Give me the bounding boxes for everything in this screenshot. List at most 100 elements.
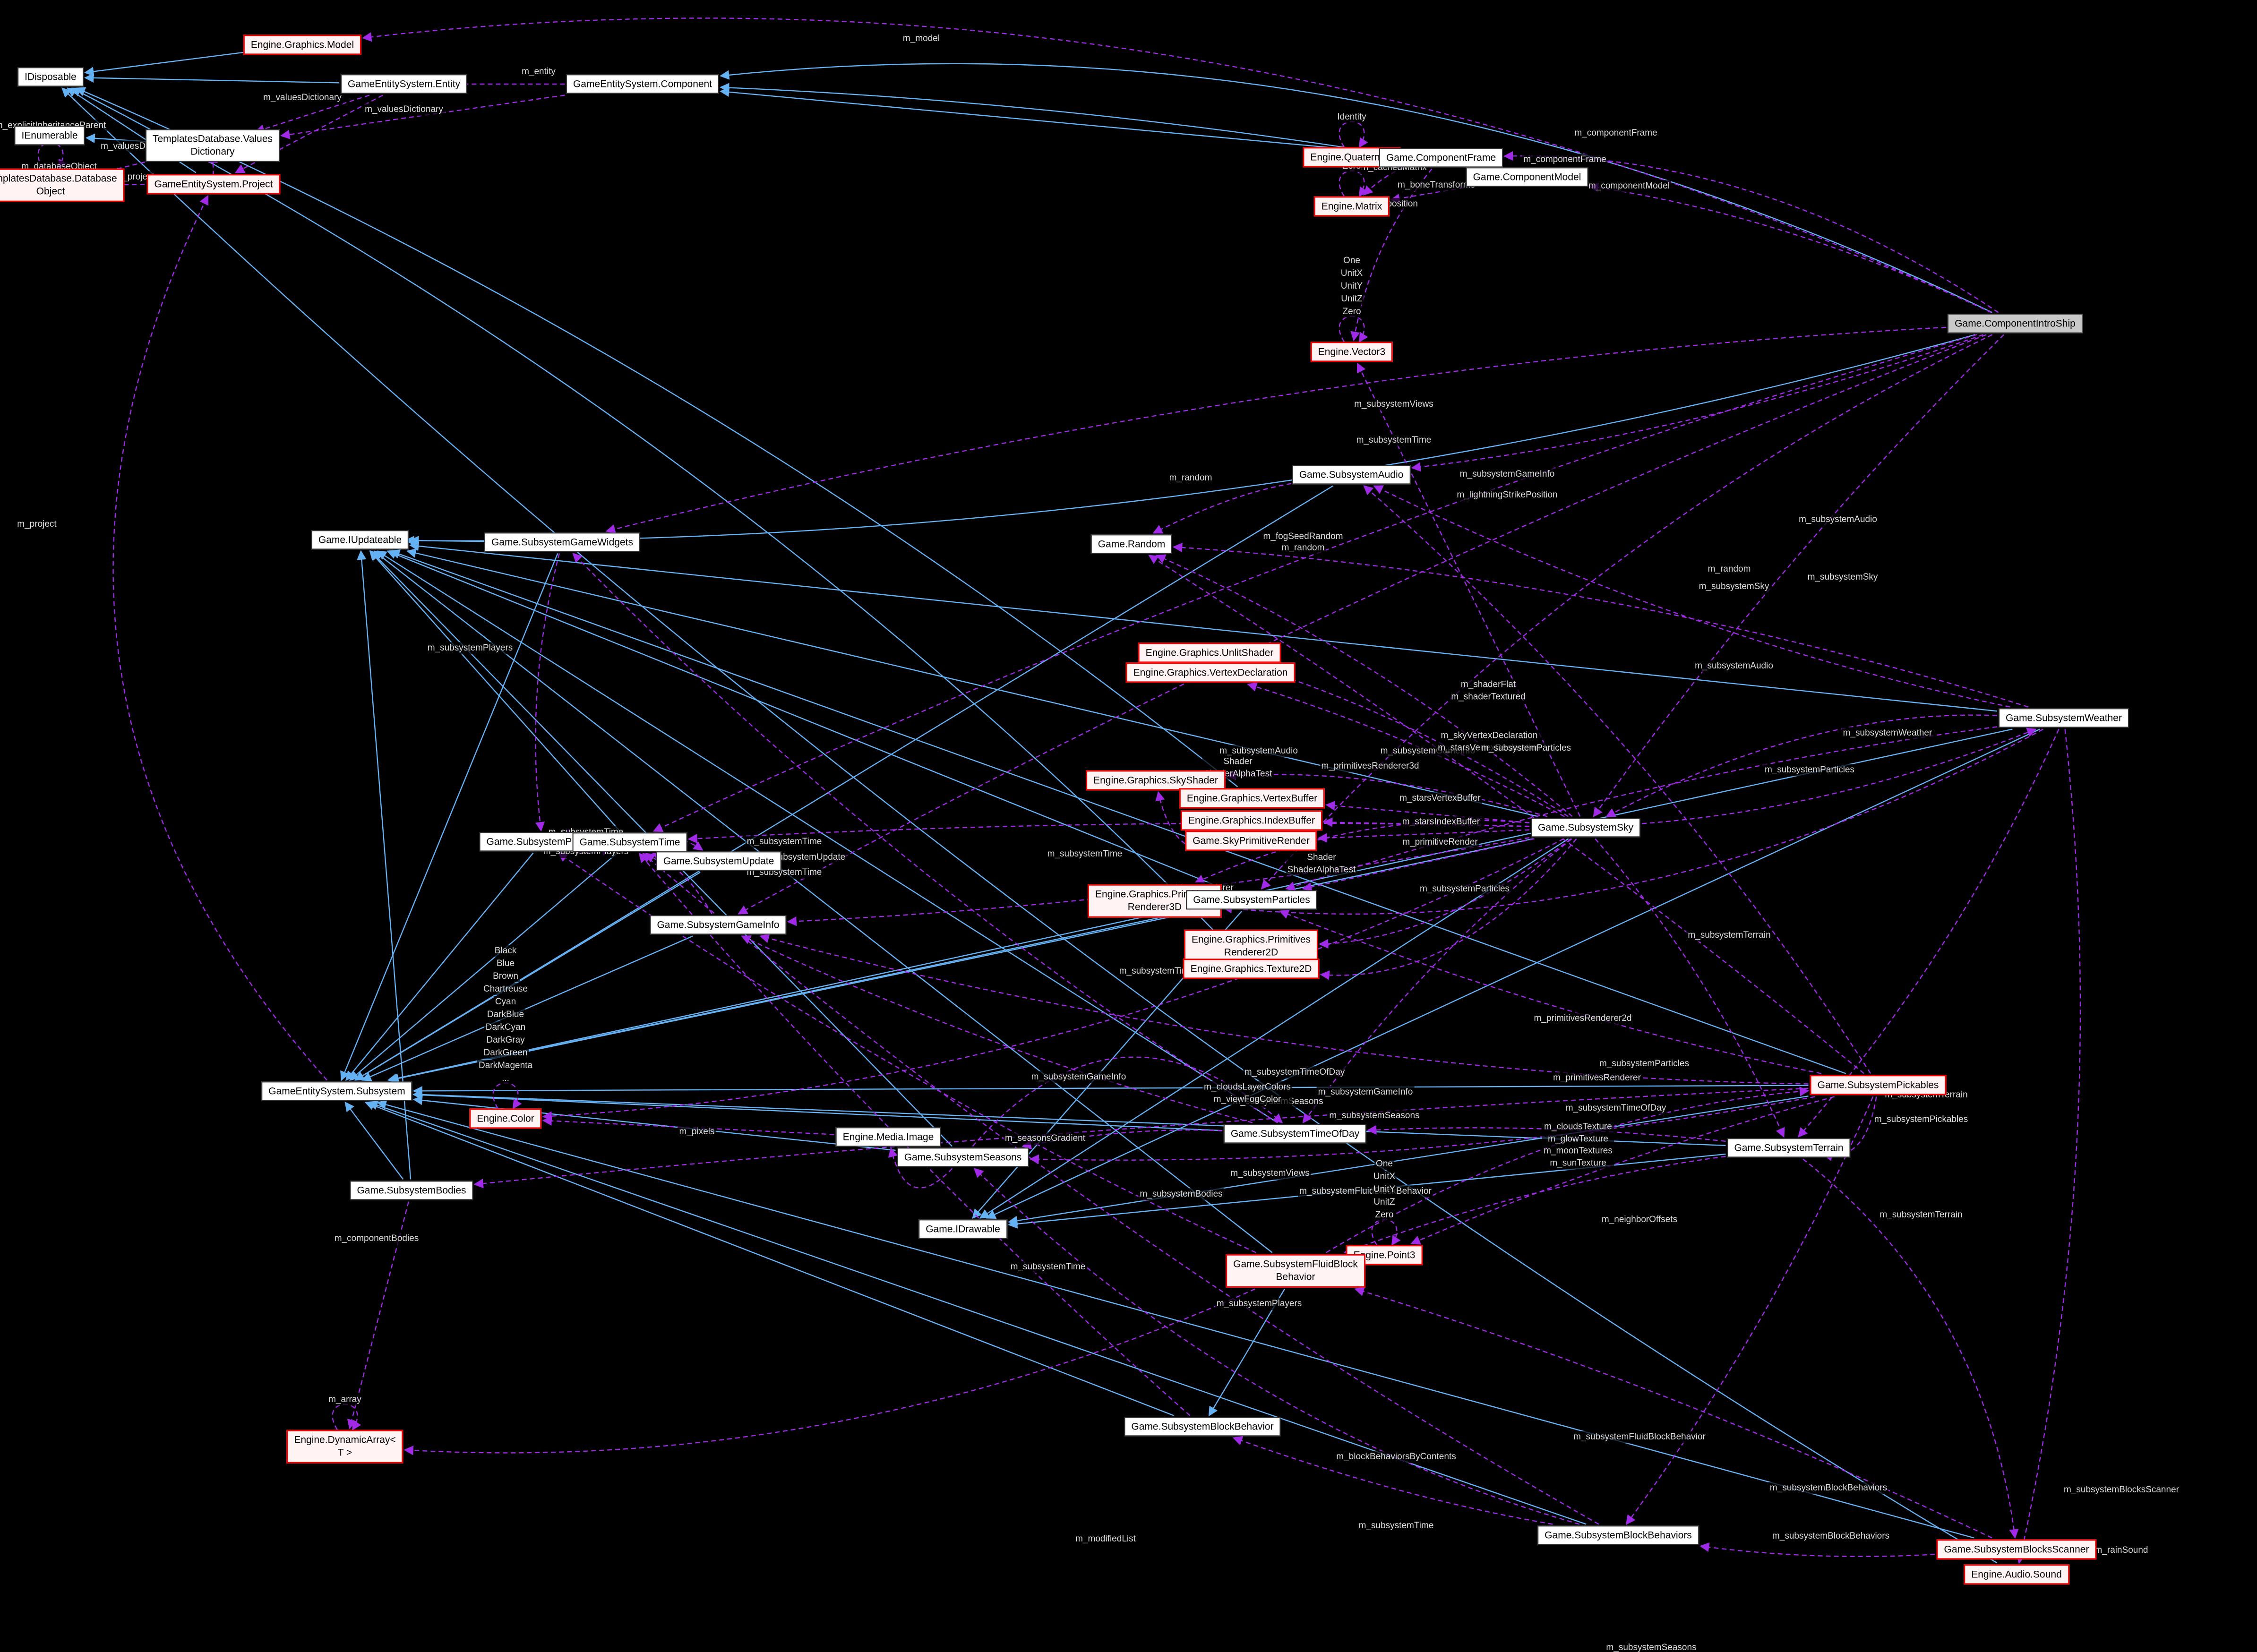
usage-edge-subpickables-subseasons [1029, 1096, 1815, 1164]
inheritance-edge-subtimeofday-subsystem [412, 1090, 1223, 1131]
edge-label: m_subsystemTimeOfDay [1564, 1102, 1668, 1114]
node-subtimeofday[interactable]: Game.SubsystemTimeOfDay [1223, 1124, 1367, 1144]
node-subblockbehaviors[interactable]: Game.SubsystemBlockBehaviors [1537, 1525, 1699, 1545]
usage-edge-entity-valuesdict [255, 94, 370, 134]
edge-label: m_rainSound [2093, 1544, 2150, 1557]
node-skyprimrender[interactable]: Game.SkyPrimitiveRender [1185, 830, 1317, 851]
node-compframe[interactable]: Game.ComponentFrame [1379, 148, 1503, 168]
node-indexbuffer[interactable]: Engine.Graphics.IndexBuffer [1180, 810, 1323, 831]
node-subaudio[interactable]: Game.SubsystemAudio [1292, 465, 1411, 485]
usage-edge-subaudio-random [1152, 481, 1300, 534]
node-mediaimage[interactable]: Engine.Media.Image [835, 1127, 941, 1147]
node-dynarray[interactable]: Engine.DynamicArray< T > [286, 1429, 403, 1464]
self-edge-matrix [1339, 170, 1368, 197]
edge-label: m_subsystemFluidBlockBehavior [1298, 1185, 1433, 1198]
usage-edge-subweather-audiosound [2016, 729, 2081, 1564]
edge-label: m_componentFrame [1522, 154, 1608, 166]
node-random[interactable]: Game.Random [1090, 534, 1173, 554]
node-subupdate[interactable]: Game.SubsystemUpdate [656, 851, 781, 871]
usage-edge-introship-subgamewidgets [605, 326, 1947, 534]
node-primrenderer2d[interactable]: Engine.Graphics.Primitives Renderer2D [1184, 929, 1319, 963]
usage-edge-subsky-subtime [687, 822, 1530, 844]
inheritance-edge-subtimeofday-iupdateable [377, 550, 1278, 1123]
node-subgamewidgets[interactable]: Game.SubsystemGameWidgets [484, 532, 640, 552]
edge-label: m_primitivesRenderer3d [1320, 760, 1421, 772]
edge-label: m_subsystemPlayers [426, 642, 515, 654]
node-valuesdict[interactable]: TemplatesDatabase.Values Dictionary [145, 129, 280, 162]
inheritance-edge-subsky-iupdateable [406, 548, 1539, 817]
inheritance-edge-model-idisposable [84, 51, 246, 77]
inheritance-edge-subweather-iupdateable [409, 541, 1998, 712]
usage-edge-subtimeofday-subgamewidgets [572, 553, 1278, 1123]
node-subfluidblock[interactable]: Game.SubsystemFluidBlock Behavior [1226, 1254, 1365, 1288]
inheritance-edge-subweather-idrawable [986, 728, 2040, 1219]
node-component[interactable]: GameEntitySystem.Component [566, 74, 720, 94]
node-matrix[interactable]: Engine.Matrix [1313, 196, 1390, 217]
node-subseasons[interactable]: Game.SubsystemSeasons [897, 1147, 1029, 1167]
edge-label: m_primitivesRenderer [1552, 1072, 1642, 1084]
inheritance-edge-subplayers-subsystem [345, 852, 534, 1081]
node-texture2d[interactable]: Engine.Graphics.Texture2D [1183, 959, 1320, 979]
usage-edge-subterrain-subtimeofday [1366, 1125, 1726, 1142]
inheritance-edge-subblockbehavior-subsystem [364, 1101, 1174, 1416]
node-skyshader[interactable]: Engine.Graphics.SkyShader [1086, 770, 1226, 791]
edge-label: Identity [1336, 111, 1368, 123]
node-subweather[interactable]: Game.SubsystemWeather [1999, 708, 2129, 728]
node-idrawable[interactable]: Game.IDrawable [918, 1219, 1007, 1239]
node-dbobject[interactable]: TemplatesDatabase.Database Object [0, 168, 125, 202]
usage-edge-subpickables-random [1148, 555, 1864, 1074]
edge-label: m_entity [520, 66, 557, 78]
edge-label: m_subsystemParticles [1597, 1058, 1691, 1070]
usage-edge-subsky-color [542, 838, 1564, 1121]
inheritance-edge-subgameinfo-subsystem [361, 935, 693, 1081]
node-ienumerable[interactable]: IEnumerable [14, 126, 85, 146]
inheritance-edge-subpickables-iupdateable [390, 549, 1846, 1074]
usage-edge-subpickables-subgameinfo [759, 933, 1809, 1085]
node-subsystem[interactable]: GameEntitySystem.Subsystem [261, 1081, 412, 1101]
node-subparticles[interactable]: Game.SubsystemParticles [1186, 890, 1317, 910]
node-idisposable[interactable]: IDisposable [17, 67, 84, 87]
node-subbodies[interactable]: Game.SubsystemBodies [350, 1181, 473, 1200]
node-compmodel[interactable]: Game.ComponentModel [1466, 167, 1588, 187]
node-subtime[interactable]: Game.SubsystemTime [572, 832, 687, 852]
node-subsky[interactable]: Game.SubsystemSky [1531, 818, 1640, 838]
node-entity[interactable]: GameEntitySystem.Entity [340, 74, 468, 94]
inheritance-edge-subtime-subsystem [349, 853, 618, 1081]
usage-edge-subblockbehaviors-subblockbehavior [1232, 1436, 1553, 1525]
edge-label: Chartreuse [482, 983, 529, 995]
edge-label: m_starsVertexBuffer [1398, 792, 1482, 805]
usage-edge-subgamewidgets-subplayers [535, 553, 560, 832]
node-audiosound[interactable]: Engine.Audio.Sound [1964, 1564, 2069, 1585]
inheritance-edge-subgamewidgets-subsystem [340, 553, 558, 1081]
node-vertexbuffer[interactable]: Engine.Graphics.VertexBuffer [1179, 788, 1325, 809]
edge-label: m_subsystemSky [1806, 571, 1879, 583]
usage-edge-introship-subparticles [1261, 334, 1993, 890]
node-subpickables[interactable]: Game.SubsystemPickables [1810, 1075, 1947, 1096]
edge-label: m_random [1706, 563, 1752, 575]
node-project[interactable]: GameEntitySystem.Project [146, 174, 281, 195]
node-vertexdecl[interactable]: Engine.Graphics.VertexDeclaration [1125, 662, 1296, 683]
usage-edge-introship-subtime [652, 334, 1977, 832]
node-subgameinfo[interactable]: Game.SubsystemGameInfo [650, 915, 787, 935]
edge-label: m_subsystemBodies [1138, 1188, 1224, 1200]
usage-edge-subsky-subgameinfo [787, 837, 1530, 926]
usage-edge-subfluidblock-subplayers [558, 852, 1256, 1253]
node-iupdateable[interactable]: Game.IUpdateable [311, 530, 409, 550]
node-subblocksscanner[interactable]: Game.SubsystemBlocksScanner [1936, 1539, 2097, 1560]
edge-label: One [1342, 254, 1362, 267]
edge-label: m_boneTransforms [1396, 179, 1477, 191]
node-subblockbehavior[interactable]: Game.SubsystemBlockBehavior [1124, 1417, 1281, 1437]
edge-label: m_model [901, 33, 942, 45]
node-model[interactable]: Engine.Graphics.Model [243, 34, 362, 55]
inheritance-edge-entity-idisposable [84, 73, 340, 84]
node-vector3[interactable]: Engine.Vector3 [1310, 342, 1393, 362]
edge-label: m_subsystemTimeOfDay [1243, 1066, 1347, 1079]
edge-label: m_subsystemGameInfo [1030, 1071, 1128, 1083]
usage-edge-subseasons-mediaimage [888, 1147, 953, 1189]
usage-edge-subterrain-subblocksscanner [1802, 1158, 2019, 1539]
node-subterrain[interactable]: Game.SubsystemTerrain [1727, 1138, 1851, 1158]
node-color[interactable]: Engine.Color [469, 1108, 542, 1129]
self-edge-vector3 [1339, 316, 1368, 343]
node-unlitshader[interactable]: Engine.Graphics.UnlitShader [1138, 642, 1281, 663]
